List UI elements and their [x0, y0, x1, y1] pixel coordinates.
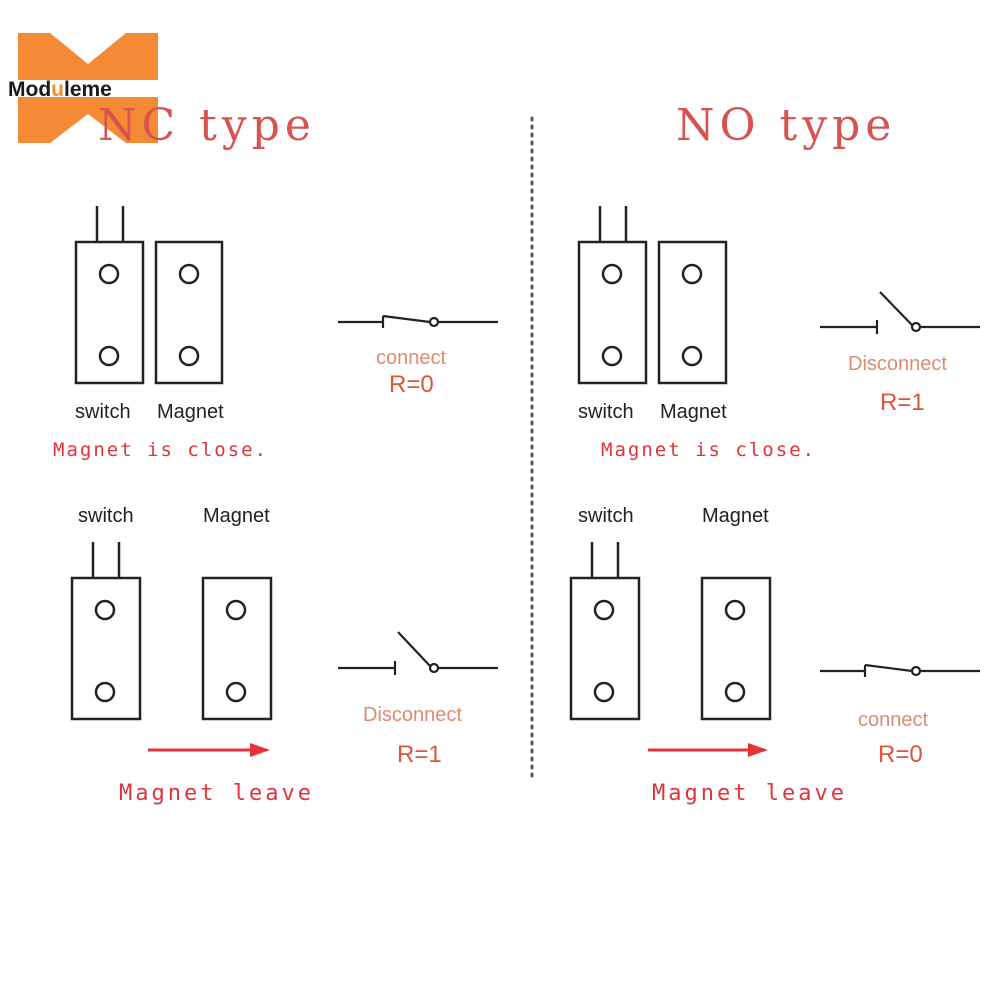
switch-body [74, 206, 145, 385]
magnet-close-caption: Magnet is close. [53, 439, 268, 461]
closed-contact-symbol [338, 314, 498, 328]
magnet-body [700, 576, 772, 721]
switch-label: switch [578, 401, 634, 423]
magnet-label: Magnet [660, 401, 727, 423]
switch-body [70, 542, 142, 721]
resistance-value: R=0 [878, 741, 923, 768]
connection-state: Disconnect [363, 704, 462, 726]
nc-close-panel: switch Magnet Magnet is close. connect R… [53, 206, 498, 461]
moduleme-logo: Moduleme [8, 33, 158, 143]
magnet-leave-caption: Magnet leave [119, 781, 314, 806]
connection-state: Disconnect [848, 353, 947, 375]
switch-body [569, 542, 641, 721]
magnet-label: Magnet [203, 505, 270, 527]
nc-leave-panel: switch Magnet Magnet leave Disconnect R [70, 505, 498, 806]
logo-text: Moduleme [8, 78, 112, 101]
resistance-value: R=1 [397, 741, 442, 768]
arrow-right-icon [648, 743, 768, 757]
open-contact-symbol [338, 631, 498, 675]
no-leave-panel: switch Magnet Magnet leave connect R=0 [569, 505, 980, 806]
magnet-body [657, 240, 728, 385]
connection-state: connect [376, 347, 446, 369]
switch-label: switch [578, 505, 634, 527]
closed-contact-symbol [820, 663, 980, 677]
magnet-body [154, 240, 224, 385]
magnet-leave-caption: Magnet leave [652, 781, 847, 806]
switch-body [577, 206, 648, 385]
magnet-label: Magnet [157, 401, 224, 423]
magnet-label: Magnet [702, 505, 769, 527]
resistance-value: R=1 [880, 389, 925, 416]
no-type-title: NO type [676, 100, 896, 151]
magnet-close-caption: Magnet is close. [601, 439, 816, 461]
nc-type-title: NC type [98, 100, 316, 151]
arrow-right-icon [148, 743, 270, 757]
connection-state: connect [858, 709, 928, 731]
switch-label: switch [78, 505, 134, 527]
open-contact-symbol [820, 291, 980, 334]
no-close-panel: switch Magnet Magnet is close. Disconnec… [577, 206, 980, 461]
magnet-body [201, 576, 273, 721]
resistance-value: R=0 [389, 371, 434, 398]
switch-label: switch [75, 401, 131, 423]
